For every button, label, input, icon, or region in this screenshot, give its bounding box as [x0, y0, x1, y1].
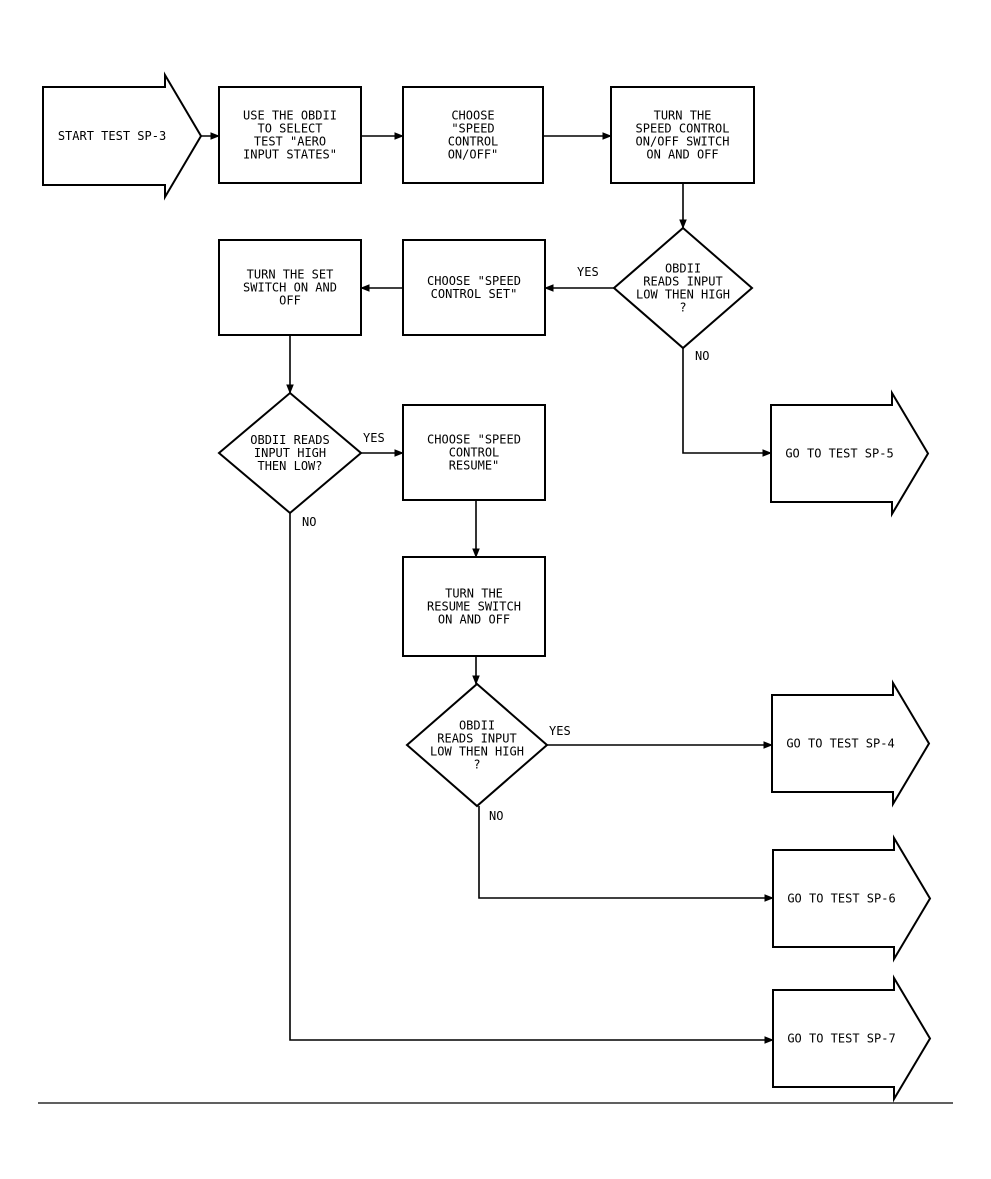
node-label-line: START TEST SP-3 — [58, 129, 166, 143]
node-label-line: OFF — [279, 294, 301, 308]
node-label-line: CONTROL — [448, 135, 499, 149]
node-label-line: TURN THE — [445, 587, 503, 601]
edge-label-no: NO — [695, 349, 709, 363]
node-label-line: TEST "AERO — [254, 135, 326, 149]
node-label-line: CHOOSE — [451, 109, 494, 123]
process-box — [218, 239, 362, 336]
terminal-arrow — [772, 834, 932, 963]
node-label-line: SWITCH ON AND — [243, 281, 337, 295]
node-label-line: GO TO TEST SP-7 — [787, 1032, 895, 1046]
node-label-line: INPUT HIGH — [254, 446, 326, 460]
node-label-line: GO TO TEST SP-6 — [787, 892, 895, 906]
process-box — [402, 86, 544, 184]
node-label-line: RESUME SWITCH — [427, 600, 521, 614]
decision-diamond — [405, 682, 549, 808]
node-label-line: SPEED CONTROL — [636, 122, 730, 136]
connector-dec2-to-sp7 — [289, 513, 774, 1044]
node-label-line: CHOOSE "SPEED — [427, 433, 521, 447]
node-label-line: ? — [679, 301, 686, 315]
node-label-line: LOW THEN HIGH — [430, 745, 524, 759]
edge-label-no: NO — [302, 515, 316, 529]
node-start: START TEST SP-3 — [42, 71, 203, 201]
node-sp6: GO TO TEST SP-6 — [772, 834, 932, 963]
node-label-line: ON AND OFF — [438, 613, 510, 627]
process-box — [402, 239, 546, 336]
node-label-line: ON/OFF" — [448, 148, 499, 162]
edge-label-no: NO — [489, 809, 503, 823]
node-label-line: OBDII READS — [250, 433, 329, 447]
node-label-line: TO SELECT — [257, 122, 322, 136]
node-label-line: GO TO TEST SP-5 — [785, 447, 893, 461]
node-label-line: LOW THEN HIGH — [636, 288, 730, 302]
node-label-line: CONTROL — [449, 446, 500, 460]
node-label-line: CONTROL SET" — [431, 287, 518, 301]
node-label-line: CHOOSE "SPEED — [427, 274, 521, 288]
terminal-arrow — [772, 974, 932, 1103]
process-box — [610, 86, 755, 184]
node-sp7: GO TO TEST SP-7 — [772, 974, 932, 1103]
node-label-line: THEN LOW? — [257, 459, 322, 473]
terminal-arrow — [42, 71, 203, 201]
process-box — [402, 404, 546, 501]
decision-diamond — [217, 391, 363, 515]
node-label-line: ON AND OFF — [646, 148, 718, 162]
edge-label-yes: YES — [577, 265, 599, 279]
node-label-line: TURN THE — [654, 109, 712, 123]
terminal-arrow — [771, 679, 931, 808]
connector-dec3-to-sp6 — [478, 806, 774, 902]
connector-dec1-to-sp5 — [682, 348, 772, 457]
process-box — [402, 556, 546, 657]
node-label-line: READS INPUT — [643, 275, 722, 289]
edge-label-yes: YES — [363, 431, 385, 445]
node-sp5: GO TO TEST SP-5 — [770, 389, 930, 518]
node-label-line: TURN THE SET — [247, 268, 334, 282]
decision-diamond — [612, 226, 754, 350]
node-label-line: USE THE OBDII — [243, 109, 337, 123]
node-label-line: ? — [473, 758, 480, 772]
edge-label-yes: YES — [549, 724, 571, 738]
node-label-line: GO TO TEST SP-4 — [786, 737, 894, 751]
process-box — [218, 86, 362, 184]
node-sp4: GO TO TEST SP-4 — [771, 679, 931, 808]
node-label-line: "SPEED — [451, 122, 494, 136]
node-label-line: OBDII — [665, 262, 701, 276]
node-label-line: ON/OFF SWITCH — [636, 135, 730, 149]
node-label-line: OBDII — [459, 719, 495, 733]
terminal-arrow — [770, 389, 930, 518]
node-label-line: READS INPUT — [437, 732, 516, 746]
node-label-line: RESUME" — [449, 459, 500, 473]
node-label-line: INPUT STATES" — [243, 148, 337, 162]
